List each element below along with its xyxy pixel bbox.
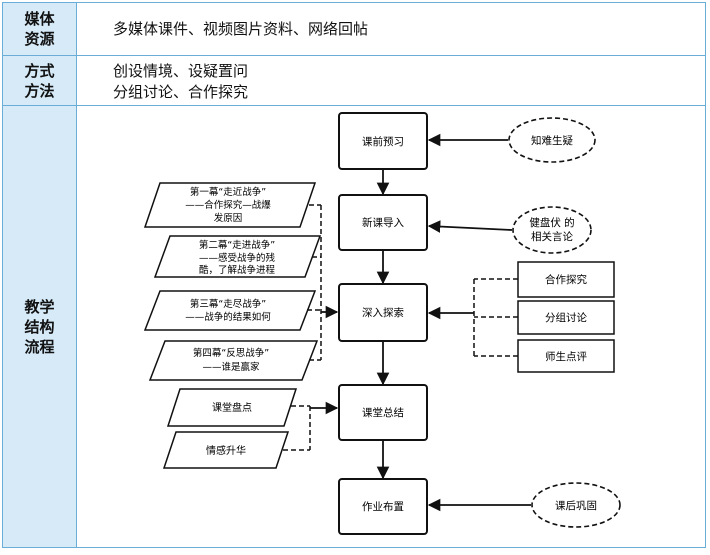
act-2: 第二幕“走进战争” ——感受战争的残 酷，了解战争进程: [153, 235, 322, 278]
act-2-line1: 第二幕“走进战争”: [199, 239, 275, 251]
method-row: 方式 方法 创设情境、设疑置问 分组讨论、合作探究: [3, 56, 705, 106]
oval-consolidate: 课后巩固: [531, 482, 621, 528]
main-step-explore-label: 深入探索: [362, 306, 404, 319]
method-label: 方式 方法: [3, 56, 77, 105]
flow-label-line2: 结构: [24, 317, 55, 336]
summary-emotion: 情感升华: [162, 431, 290, 469]
act-2-line2: ——感受战争的残: [199, 252, 276, 264]
method-cooperate: 合作探究: [517, 261, 615, 298]
main-step-prestudy-label: 课前预习: [362, 135, 404, 148]
main-step-homework: 作业布置: [338, 478, 428, 535]
acts-connector: [307, 204, 322, 361]
main-step-summary: 课堂总结: [338, 384, 428, 441]
main-step-intro: 新课导入: [338, 194, 428, 251]
summary-emotion-label: 情感升华: [206, 444, 246, 457]
flow-row: 教学 结构 流程: [3, 106, 705, 547]
main-step-intro-label: 新课导入: [362, 216, 404, 229]
method-comment-label: 师生点评: [545, 350, 587, 363]
oval-zhinan: 知难生疑: [508, 117, 596, 163]
media-row: 媒体 资源 多媒体课件、视频图片资料、网络回帖: [3, 3, 705, 56]
method-label-line2: 方法: [24, 81, 55, 100]
media-label: 媒体 资源: [3, 3, 77, 55]
main-step-summary-label: 课堂总结: [362, 406, 404, 419]
summary-review-label: 课堂盘点: [212, 401, 252, 414]
summary-connector: [283, 405, 311, 451]
method-content-line1: 创设情境、设疑置问: [113, 62, 249, 80]
method-cooperate-label: 合作探究: [545, 273, 587, 286]
oval-zhinan-label: 知难生疑: [531, 134, 573, 147]
flow-label-line3: 流程: [24, 337, 55, 356]
media-label-line2: 资源: [24, 30, 55, 48]
media-content: 多媒体课件、视频图片资料、网络回帖: [113, 20, 369, 38]
act-1-line2: ——合作探究—战爆: [185, 199, 271, 211]
method-comment: 师生点评: [517, 339, 615, 373]
act-4: 第四幕“反思战争” ——谁是赢家: [148, 340, 319, 381]
oval-remarks-line2: 相关言论: [531, 230, 573, 243]
main-step-explore: 深入探索: [338, 283, 428, 342]
flow-label-line1: 教学: [24, 297, 55, 316]
oval-consolidate-label: 课后巩固: [555, 500, 597, 512]
act-1: 第一幕“走近战争” ——合作探究—战爆 发原因: [143, 182, 317, 228]
flow-label: 教学 结构 流程: [3, 106, 77, 547]
main-step-prestudy: 课前预习: [338, 112, 428, 170]
act-3-line1: 第三幕“走尽战争”: [190, 298, 266, 310]
main-step-homework-label: 作业布置: [362, 501, 404, 513]
methods-connector: [473, 278, 518, 357]
act-4-line1: 第四幕“反思战争”: [193, 347, 269, 359]
act-2-line3: 酷，了解战争进程: [199, 264, 276, 276]
lesson-plan-table: 媒体 资源 多媒体课件、视频图片资料、网络回帖 方式 方法 创设情境、设疑置问 …: [2, 2, 706, 548]
act-1-line3: 发原因: [214, 212, 243, 224]
media-label-line1: 媒体: [24, 10, 55, 28]
act-3-line2: ——战争的结果如何: [185, 311, 271, 323]
method-group: 分组讨论: [517, 300, 615, 335]
act-3: 第三幕“走尽战争” ——战争的结果如何: [143, 290, 317, 331]
act-1-line1: 第一幕“走近战争”: [190, 186, 266, 198]
method-content: 创设情境、设疑置问 分组讨论、合作探究: [113, 61, 248, 103]
method-content-line2: 分组讨论、合作探究: [113, 83, 249, 101]
method-label-line1: 方式: [24, 61, 55, 80]
oval-remarks-line1: 健盘伏 的: [529, 216, 574, 229]
act-4-line2: ——谁是赢家: [202, 361, 260, 373]
summary-review: 课堂盘点: [166, 388, 298, 427]
method-group-label: 分组讨论: [545, 311, 587, 324]
oval-remarks: 健盘伏 的 相关言论: [512, 206, 592, 254]
